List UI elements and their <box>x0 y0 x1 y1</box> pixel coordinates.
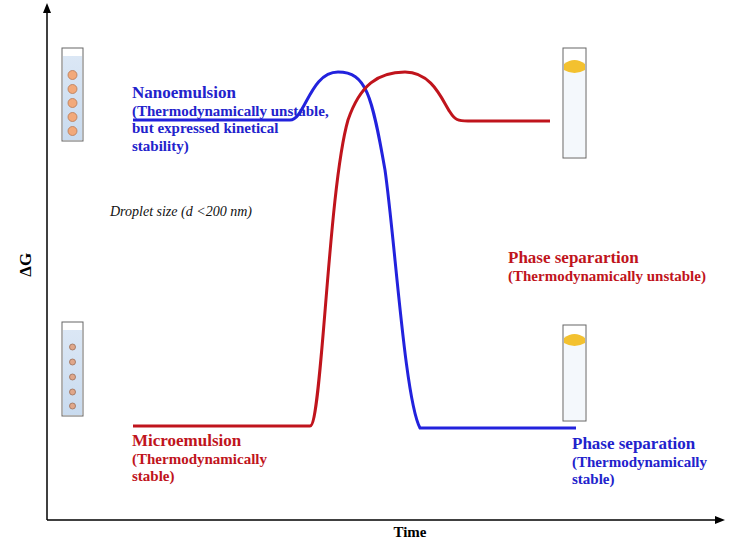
axis-arrow <box>715 516 725 524</box>
state-note: (Thermodynamically unstable) <box>508 268 706 285</box>
state-title: Phase separation <box>572 434 695 454</box>
axes <box>47 10 718 520</box>
test-tube <box>62 48 83 141</box>
test-tube <box>563 325 586 421</box>
microemulsion-curve <box>133 72 550 426</box>
state-note: (Thermodynamically stable) <box>132 451 302 486</box>
state-title: Nanoemulsion <box>132 83 236 103</box>
state-note: (Thermodynamically stable) <box>572 454 724 489</box>
state-title: Microemulsion <box>132 431 241 451</box>
state-title: Phase separartion <box>508 248 639 268</box>
axis-label: Time <box>370 524 450 541</box>
test-tube <box>563 48 586 158</box>
state-note: (Thermodynamically unstable, but express… <box>132 103 332 155</box>
axis-label: ΔG <box>16 253 36 277</box>
size-note: Droplet size (d <200 nm) <box>110 204 252 220</box>
test-tube <box>62 322 83 416</box>
axis-arrow <box>43 3 51 13</box>
